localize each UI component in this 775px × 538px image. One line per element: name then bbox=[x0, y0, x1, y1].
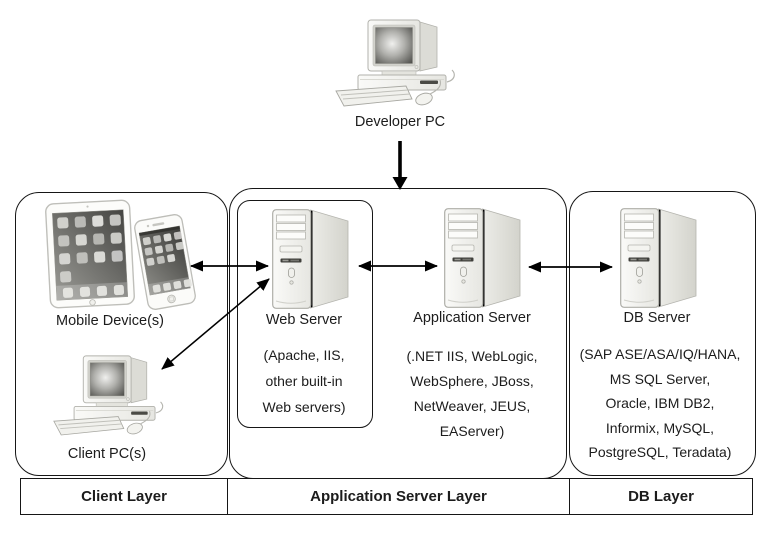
developer-pc-label: Developer PC bbox=[354, 114, 446, 130]
db-server-details: (SAP ASE/ASA/IQ/HANA, MS SQL Server, Ora… bbox=[565, 342, 755, 465]
detail-line: PostgreSQL, Teradata) bbox=[588, 444, 732, 460]
detail-line: EAServer) bbox=[439, 423, 505, 439]
detail-line: MS SQL Server, bbox=[609, 370, 711, 387]
client-layer-box bbox=[15, 192, 228, 476]
detail-line: (SAP ASE/ASA/IQ/HANA, bbox=[579, 346, 741, 362]
detail-line: other built-in bbox=[265, 373, 343, 389]
legend-application-server-layer: Application Server Layer bbox=[227, 479, 569, 514]
application-server-title: Application Server bbox=[413, 310, 531, 326]
client-pc-label: Client PC(s) bbox=[67, 446, 147, 462]
detail-line: (.NET IIS, WebLogic, bbox=[406, 348, 538, 364]
detail-line: Oracle, IBM DB2, bbox=[605, 395, 715, 411]
web-server-details: (Apache, IIS, other built-in Web servers… bbox=[232, 342, 376, 420]
web-server-title: Web Server bbox=[265, 312, 343, 328]
developer-pc-icon bbox=[335, 19, 455, 108]
application-server-details: (.NET IIS, WebLogic, WebSphere, JBoss, N… bbox=[388, 344, 556, 444]
layer-legend: Client Layer Application Server Layer DB… bbox=[20, 478, 753, 515]
db-server-title: DB Server bbox=[623, 310, 691, 326]
detail-line: NetWeaver, JEUS, bbox=[413, 398, 531, 414]
detail-line: Informix, MySQL, bbox=[605, 419, 715, 436]
arrow-developer-down bbox=[392, 141, 408, 190]
legend-client-layer: Client Layer bbox=[81, 488, 167, 505]
mobile-devices-label: Mobile Device(s) bbox=[56, 313, 164, 329]
detail-line: WebSphere, JBoss, bbox=[410, 373, 534, 389]
detail-line: (Apache, IIS, bbox=[263, 347, 345, 363]
detail-line: Web servers) bbox=[262, 399, 346, 415]
legend-db-layer: DB Layer bbox=[569, 479, 752, 514]
